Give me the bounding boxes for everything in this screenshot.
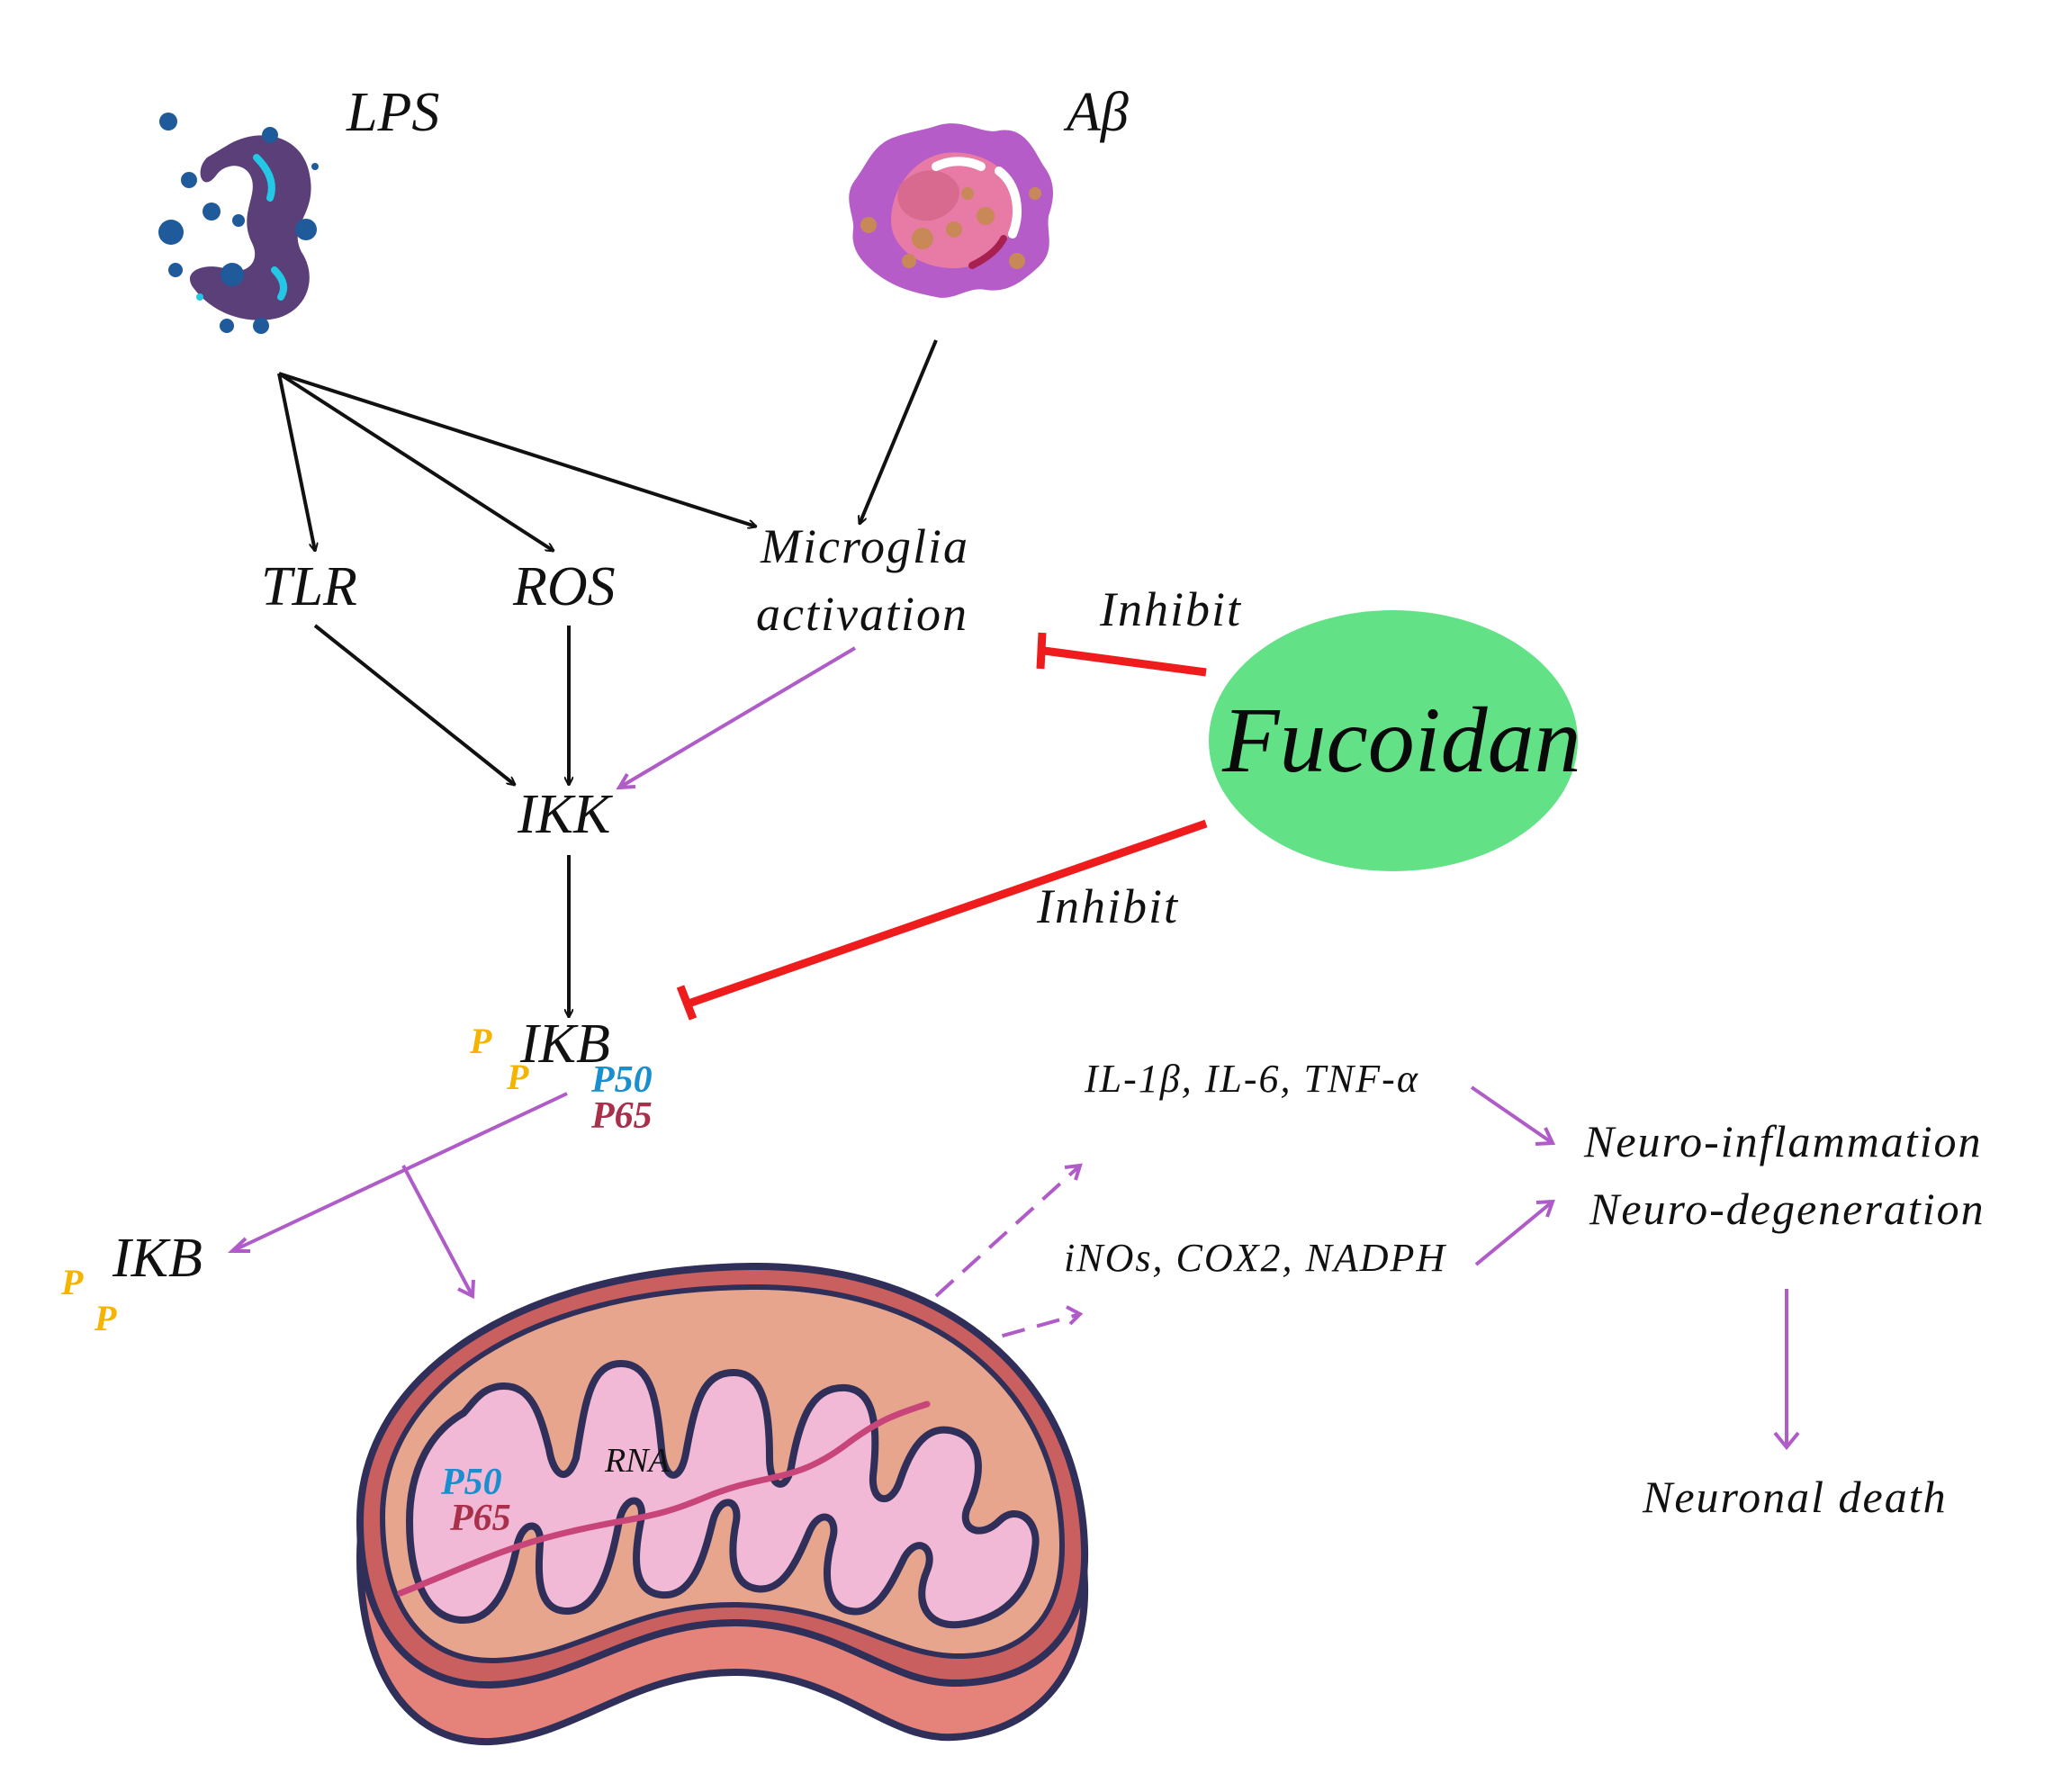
free-ikb-label: IKB — [112, 1228, 203, 1289]
arrow-lps-to-microglia — [278, 372, 756, 527]
p50-label: P50 — [590, 1059, 653, 1101]
neuroinflammation-label: Neuro-inflammation — [1583, 1116, 1982, 1166]
arrow-to-nucleus — [401, 1165, 474, 1297]
inhibit-label-lower: Inhibit — [1036, 879, 1179, 933]
rna-label: RNA — [604, 1442, 671, 1480]
activation-label: activation — [756, 587, 968, 641]
arrow-lps-to-tlr — [277, 373, 315, 551]
tlr-label: TLR — [261, 556, 357, 617]
activation-arrows — [277, 339, 938, 1017]
inhibit-bar-microglia — [1036, 632, 1047, 670]
fucoidan-label: Fucoidan — [1221, 689, 1581, 792]
cytokines-label: IL-1β, IL-6, TNF-α — [1084, 1057, 1419, 1101]
inhibit-bar-ikb — [676, 985, 698, 1021]
arrowhead-microglia-to-ikk — [616, 772, 636, 790]
arrow-ikb-dissociation — [231, 1092, 568, 1253]
bacterium-icon — [158, 113, 319, 334]
abeta-label: Aβ — [1063, 82, 1129, 143]
neuronal-death-label: Neuronal death — [1642, 1472, 1948, 1522]
inhibit-line-microglia — [1043, 646, 1207, 677]
enzymes-label: iNOs, COX2, NADPH — [1064, 1236, 1446, 1280]
ikb-complex-label: IKB — [519, 1013, 610, 1075]
ros-label: ROS — [512, 556, 616, 617]
mitochondrion-icon — [356, 1262, 1089, 1746]
arrow-lps-to-ros — [277, 372, 554, 551]
inhibit-line-ikb — [687, 819, 1208, 1008]
arrow-enzymes-to-degeneration — [1474, 1200, 1554, 1266]
arrowhead-to-free-ikb — [227, 1237, 250, 1253]
dashed-arrow-to-cytokines — [934, 1164, 1082, 1298]
arrow-cytokines-to-inflammation — [1470, 1085, 1554, 1145]
arrowhead-to-inflammation — [1535, 1127, 1556, 1146]
ikk-label: IKK — [517, 784, 614, 845]
amyloid-plaque-icon — [849, 123, 1053, 298]
neurodegeneration-label: Neuro-degeneration — [1589, 1184, 1985, 1234]
arrowhead-to-enzymes — [1066, 1305, 1084, 1326]
nuclear-p65-label: P65 — [449, 1498, 511, 1539]
phosphate-marker: P — [506, 1057, 529, 1097]
arrowhead-to-nucleus — [457, 1279, 475, 1300]
fucoidan-ellipse — [1209, 610, 1578, 871]
microglia-label: Microglia — [760, 519, 969, 573]
pathway-arrows — [227, 646, 1800, 1451]
arrow-abeta-to-microglia — [860, 339, 938, 524]
phosphate-marker: P — [94, 1298, 117, 1338]
arrowhead-to-neuronal-death — [1773, 1431, 1800, 1451]
phosphate-marker: P — [469, 1021, 492, 1061]
arrow-microglia-to-ikk — [617, 646, 857, 789]
phosphate-marker: P — [60, 1262, 84, 1302]
nuclear-p50-label: P50 — [440, 1462, 502, 1503]
arrowhead-to-degeneration — [1535, 1199, 1555, 1218]
arrow-tlr-to-ikk — [313, 624, 515, 785]
p65-label: P65 — [590, 1095, 653, 1137]
inhibit-label-upper: Inhibit — [1099, 582, 1242, 636]
arrowhead-to-cytokines — [1064, 1163, 1083, 1181]
lps-label: LPS — [346, 82, 439, 143]
